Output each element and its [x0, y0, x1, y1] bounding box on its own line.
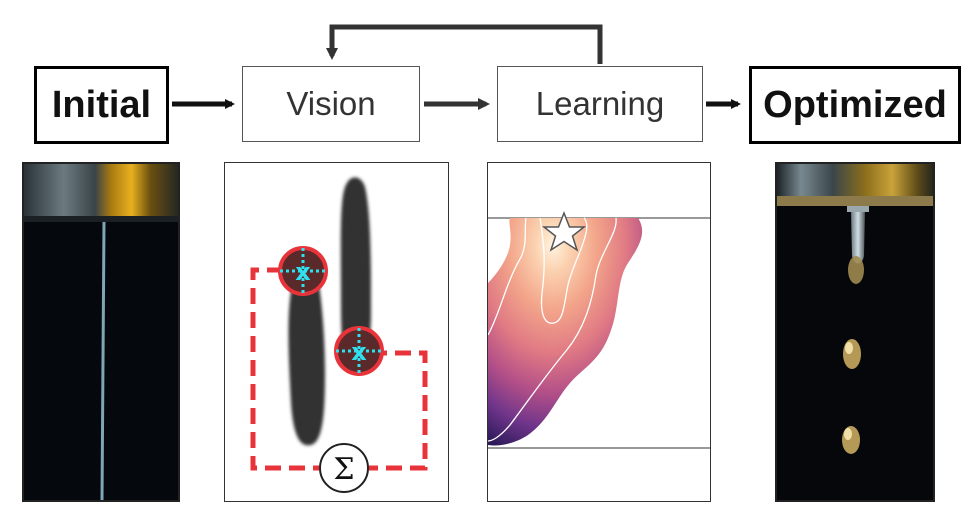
drop-silhouette-left [288, 259, 325, 446]
sum-symbol: Σ [333, 452, 354, 487]
drop-silhouette-right [340, 177, 371, 370]
objective-heatmap [488, 218, 643, 446]
learning-panel [487, 162, 711, 502]
vision-box: Vision [242, 66, 420, 142]
vision-panel: x x Σ [224, 162, 449, 502]
sum-loop-path-right [369, 350, 428, 471]
liquid-jet [100, 221, 106, 500]
optimum-star-icon [541, 210, 587, 252]
centroid-x-icon-top: x [295, 258, 311, 286]
sum-loop-path [250, 267, 319, 471]
initial-box: Initial [34, 66, 169, 144]
optimized-box: Optimized [749, 66, 961, 144]
nozzle-tip [851, 212, 865, 264]
arrow-feedback-loop [326, 24, 603, 64]
nozzle-body [777, 164, 933, 196]
pendant-drop [848, 256, 864, 284]
vision-label: Vision [286, 85, 376, 122]
nozzle-body [24, 164, 178, 216]
optimized-label: Optimized [763, 83, 947, 126]
learning-box: Learning [497, 66, 703, 142]
initial-photo [22, 162, 180, 502]
contour-inner [539, 217, 588, 324]
initial-label: Initial [51, 83, 152, 126]
contour-outer [488, 217, 617, 442]
centroid-x-icon-bottom: x [351, 338, 367, 366]
sum-node [319, 443, 369, 493]
learning-label: Learning [535, 85, 665, 122]
optimized-photo [775, 162, 935, 502]
